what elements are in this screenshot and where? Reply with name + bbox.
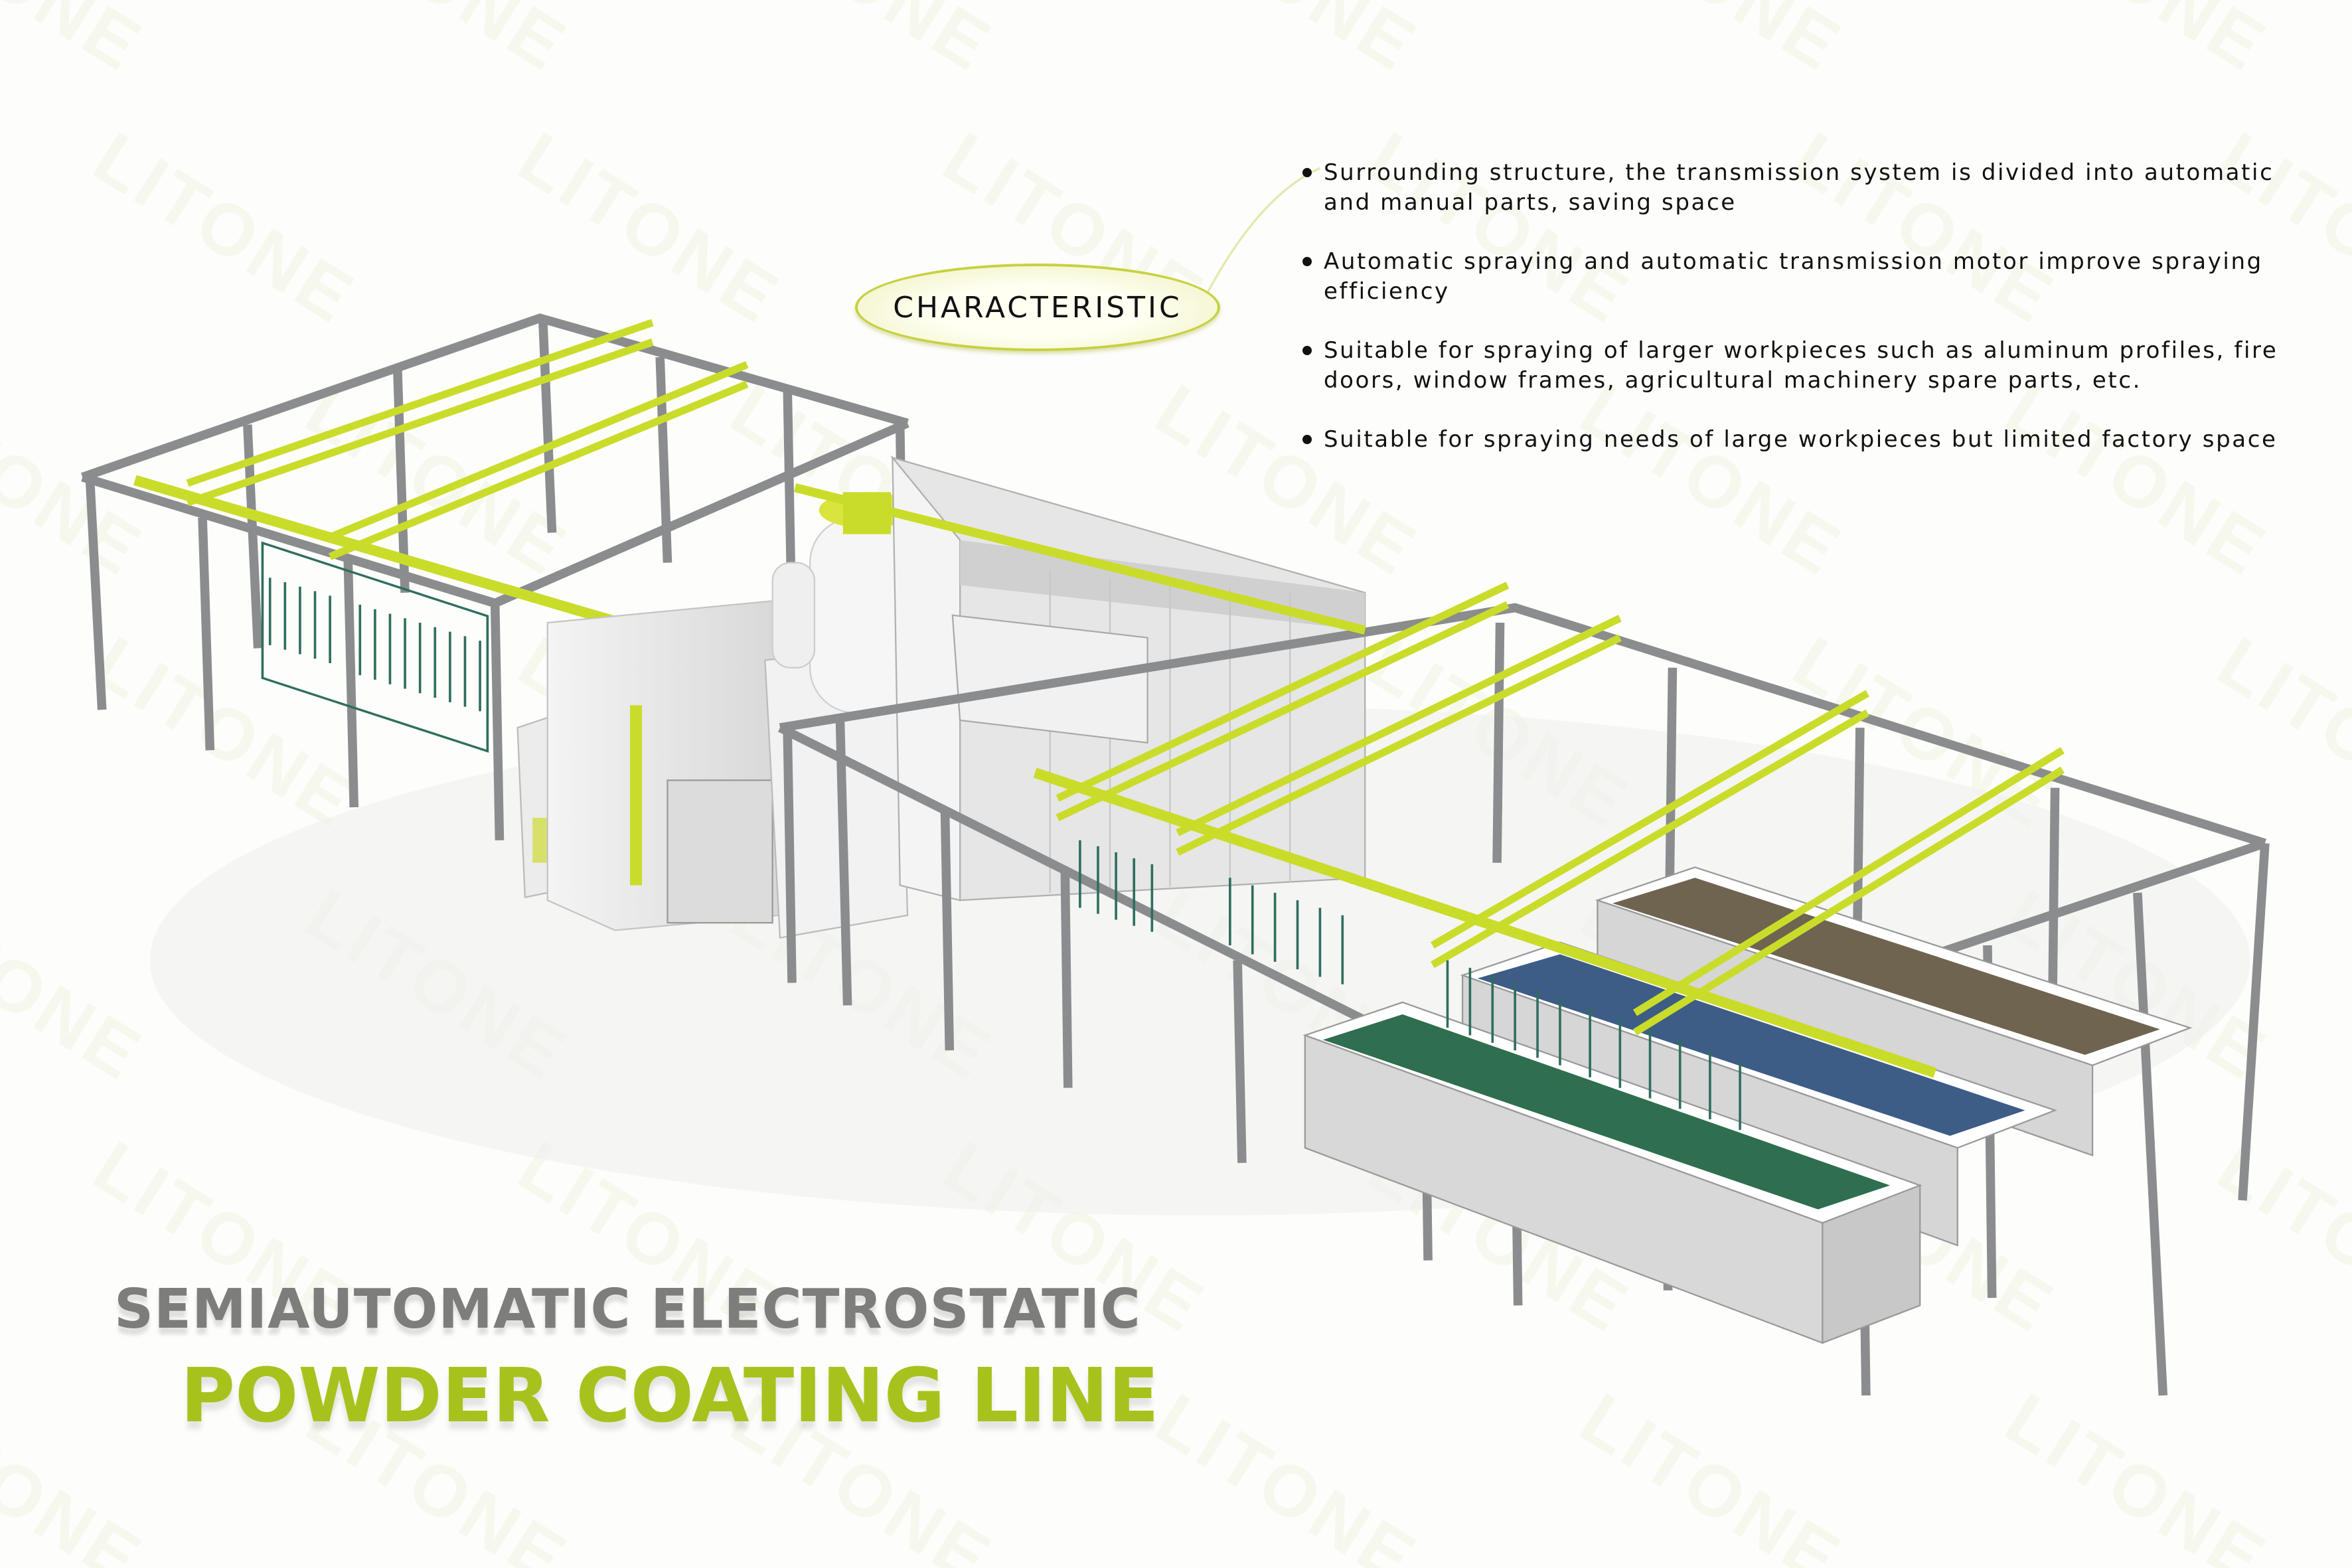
bullet-icon [1302,168,1312,177]
characteristic-list: Surrounding structure, the transmission … [1302,158,2298,484]
characteristic-item: Surrounding structure, the transmission … [1302,158,2298,218]
characteristic-item: Automatic spraying and automatic transmi… [1302,247,2298,307]
bullet-icon [1302,257,1312,266]
curing-oven [890,455,1366,902]
title-line-1: SEMIAUTOMATIC ELECTROSTATIC [114,1278,1141,1341]
characteristic-text: Suitable for spraying needs of large wor… [1324,426,2278,453]
right-workpiece-racks [1079,840,1741,1130]
characteristic-item: Suitable for spraying of larger workpiec… [1302,336,2298,396]
characteristic-label: CHARACTERISTIC [893,290,1182,325]
right-conveyor-beams [793,483,2065,1078]
characteristic-text: Automatic spraying and automatic transmi… [1324,248,2263,305]
left-workpiece-racks [261,541,489,753]
bullet-icon [1302,346,1312,355]
characteristic-text: Surrounding structure, the transmission … [1324,159,2274,216]
bullet-icon [1302,435,1312,444]
characteristic-badge: CHARACTERISTIC [855,264,1220,351]
pretreatment-tanks [1302,866,2193,1344]
characteristic-item: Suitable for spraying needs of large wor… [1302,425,2298,455]
left-conveyor-beams [133,319,902,710]
title-line-2: POWDER COATING LINE [181,1353,1159,1439]
characteristic-text: Suitable for spraying of larger workpiec… [1324,337,2278,394]
